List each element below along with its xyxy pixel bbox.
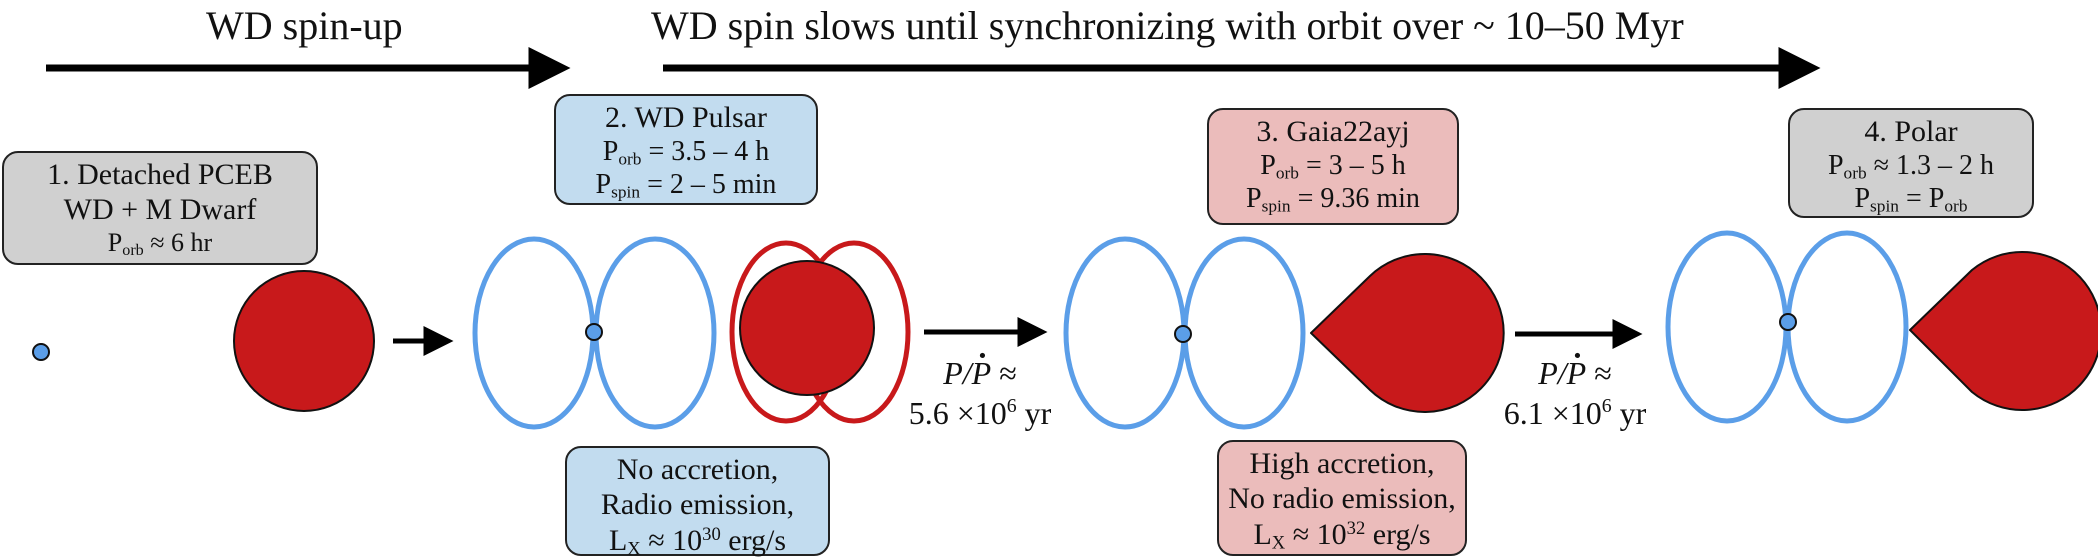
wd-field-lobe-right bbox=[593, 236, 717, 430]
stage1-title: 1. Detached PCEB bbox=[47, 158, 273, 191]
stage2-porb: Porb = 3.5 – 4 h bbox=[602, 136, 770, 169]
rate-ratio: P/P ≈ bbox=[1538, 355, 1612, 391]
stage2-pspin: Pspin = 2 – 5 min bbox=[595, 169, 777, 202]
stage4-porb: Porb ≈ 1.3 – 2 h bbox=[1827, 150, 1995, 183]
stage2-title: 2. WD Pulsar bbox=[605, 101, 767, 134]
stage1-label-box: 1. Detached PCEB WD + M Dwarf Porb ≈ 6 h… bbox=[2, 151, 318, 265]
rate-timescale: 5.6 ×106 yr bbox=[908, 395, 1052, 431]
stage4-label-box: 4. Polar Porb ≈ 1.3 – 2 h Pspin = Porb bbox=[1788, 108, 2034, 218]
stage3-pspin: Pspin = 9.36 min bbox=[1246, 183, 1420, 216]
stage2-radio: Radio emission, bbox=[600, 488, 795, 522]
rate-timescale: 6.1 ×106 yr bbox=[1503, 395, 1647, 431]
white-dwarf-stage1 bbox=[32, 343, 50, 361]
spin-down-rate-2-to-3: P/P ≈ 5.6 ×106 yr bbox=[900, 353, 1060, 433]
spin-up-heading: WD spin-up bbox=[206, 3, 403, 48]
stage4-title: 4. Polar bbox=[1864, 115, 1958, 148]
wd-field-lobe-left bbox=[1063, 236, 1187, 430]
rate-ratio: P/P ≈ bbox=[943, 355, 1017, 391]
white-dwarf-stage3 bbox=[1174, 325, 1192, 343]
roche-lobe-donor-stage4 bbox=[1909, 251, 2098, 411]
stage1-subtitle: WD + M Dwarf bbox=[63, 193, 257, 227]
stage3-label-box: 3. Gaia22ayj Porb = 3 – 5 h Pspin = 9.36… bbox=[1207, 108, 1459, 225]
stage3-porb: Porb = 3 – 5 h bbox=[1260, 150, 1406, 183]
stage1-porb: Porb ≈ 6 hr bbox=[107, 227, 213, 259]
wd-field-lobe-left bbox=[472, 236, 596, 430]
m-dwarf-stage1 bbox=[233, 270, 375, 412]
spin-down-rate-3-to-4: P/P ≈ 6.1 ×106 yr bbox=[1495, 353, 1655, 433]
stage4-pspin: Pspin = Porb bbox=[1854, 183, 1968, 216]
roche-lobe-donor-stage3 bbox=[1310, 253, 1505, 413]
stage3-accretion: High accretion, bbox=[1249, 447, 1435, 480]
stage3-radio: No radio emission, bbox=[1228, 482, 1456, 516]
wd-field-lobe-right bbox=[1182, 236, 1306, 430]
wd-field-lobe-left bbox=[1665, 230, 1789, 424]
spin-down-heading: WD spin slows until synchronizing with o… bbox=[651, 3, 1684, 48]
stage3-xray-luminosity: LX ≈ 1032 erg/s bbox=[1253, 517, 1431, 554]
stage3-title: 3. Gaia22ayj bbox=[1256, 115, 1410, 148]
white-dwarf-stage2 bbox=[585, 323, 603, 341]
white-dwarf-stage4 bbox=[1779, 313, 1797, 331]
stage2-xray-luminosity: LX ≈ 1030 erg/s bbox=[608, 523, 787, 559]
stage2-properties-box: No accretion, Radio emission, LX ≈ 1030 … bbox=[565, 446, 830, 559]
wd-field-lobe-right bbox=[1785, 230, 1909, 424]
stage2-label-box: 2. WD Pulsar Porb = 3.5 – 4 h Pspin = 2 … bbox=[554, 94, 818, 205]
stage2-accretion: No accretion, bbox=[616, 453, 779, 486]
stage3-properties-box: High accretion, No radio emission, LX ≈ … bbox=[1217, 440, 1467, 556]
m-dwarf-stage2 bbox=[739, 260, 875, 396]
